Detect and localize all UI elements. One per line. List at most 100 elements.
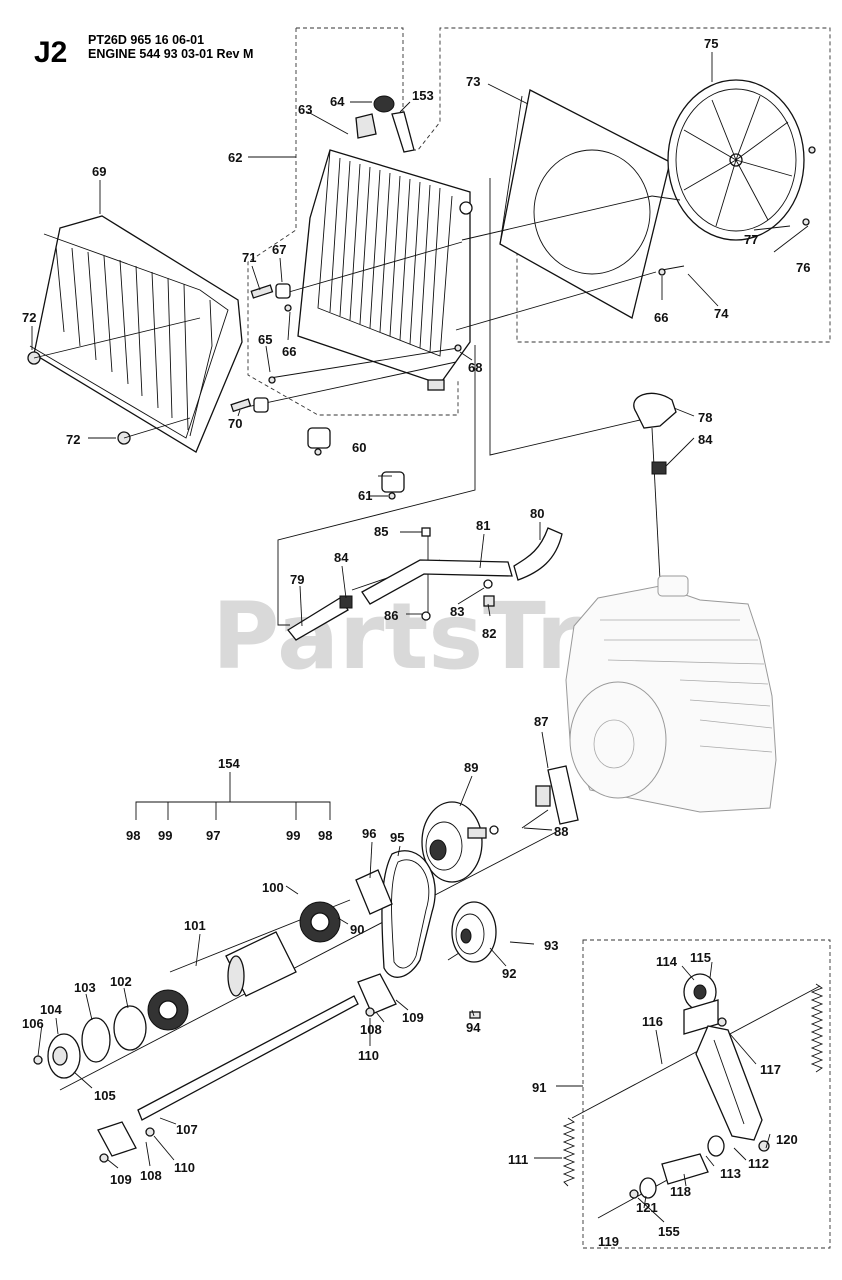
flywheel-adapter (535, 765, 579, 825)
callout-94: 94 (466, 1020, 481, 1035)
callout-78: 78 (698, 410, 712, 425)
drive-shaft (137, 995, 359, 1121)
callout-79: 79 (290, 572, 304, 587)
fan-shroud (499, 89, 671, 319)
callout-108-upper: 108 (360, 1022, 382, 1037)
callout-154: 154 (218, 756, 240, 771)
flexible-coupling-lower (147, 989, 189, 1031)
callout-99-right: 99 (286, 828, 300, 843)
callout-96: 96 (362, 826, 376, 841)
callout-105: 105 (94, 1088, 116, 1103)
callout-73: 73 (466, 74, 480, 89)
flexible-coupling-upper (299, 901, 341, 943)
callout-89: 89 (464, 760, 478, 775)
callout-84-lower: 84 (334, 550, 349, 565)
bearing-lower (97, 1121, 155, 1163)
shaft-sleeve (225, 931, 297, 997)
callout-70: 70 (228, 416, 242, 431)
callout-63: 63 (298, 102, 312, 117)
callout-76: 76 (796, 260, 810, 275)
bearing-upper (357, 973, 397, 1017)
hoses (287, 392, 677, 641)
callout-leaders (31, 52, 809, 1223)
callout-95: 95 (390, 830, 404, 845)
engine (565, 575, 777, 813)
electric-clutch (421, 801, 499, 883)
callout-68: 68 (468, 360, 482, 375)
callout-75: 75 (704, 36, 718, 51)
callout-87: 87 (534, 714, 548, 729)
callout-121: 121 (636, 1200, 658, 1215)
callout-118: 118 (670, 1184, 691, 1199)
callout-80: 80 (530, 506, 544, 521)
callout-101: 101 (184, 918, 206, 933)
callout-92: 92 (502, 966, 516, 981)
dashed-group-boxes (247, 27, 831, 1249)
radiator-cap (373, 95, 415, 153)
callout-77: 77 (744, 232, 758, 247)
callout-153: 153 (412, 88, 434, 103)
callout-61: 61 (358, 488, 372, 503)
callout-81: 81 (476, 518, 490, 533)
callout-66-left: 66 (282, 344, 296, 359)
callout-labels: 75 73 64 153 63 62 69 67 71 72 72 65 66 … (22, 36, 810, 1249)
callout-110-lower: 110 (174, 1160, 195, 1175)
callout-86: 86 (384, 608, 398, 623)
callout-154-bracket (135, 772, 331, 820)
callout-109-upper: 109 (402, 1010, 424, 1025)
callout-88: 88 (554, 824, 568, 839)
callout-106: 106 (22, 1016, 44, 1031)
callout-83: 83 (450, 604, 464, 619)
radiator-screen (27, 215, 243, 453)
callout-114: 114 (656, 954, 678, 969)
callout-115: 115 (690, 950, 711, 965)
callout-62: 62 (228, 150, 242, 165)
callout-85: 85 (374, 524, 388, 539)
callout-104: 104 (40, 1002, 62, 1017)
callout-111: 111 (508, 1152, 528, 1167)
callout-69: 69 (92, 164, 106, 179)
callout-113: 113 (720, 1166, 741, 1181)
callout-93: 93 (544, 938, 558, 953)
model-number: PT26D 965 16 06-01 (88, 33, 204, 47)
lower-coupling-stack (33, 1005, 147, 1079)
callout-107: 107 (176, 1122, 198, 1137)
callout-72-lower: 72 (66, 432, 80, 447)
callout-74: 74 (714, 306, 729, 321)
callout-112: 112 (748, 1156, 769, 1171)
callout-155: 155 (658, 1224, 680, 1239)
callout-120: 120 (776, 1132, 798, 1147)
callout-99-left: 99 (158, 828, 172, 843)
callout-60: 60 (352, 440, 366, 455)
callout-117: 117 (760, 1062, 781, 1077)
spring-left (562, 1117, 576, 1187)
callout-71: 71 (242, 250, 256, 265)
group-brackets (248, 156, 641, 1087)
callout-110-upper: 110 (358, 1048, 379, 1063)
callout-98-left: 98 (126, 828, 140, 843)
callout-116: 116 (642, 1014, 663, 1029)
callout-108-lower: 108 (140, 1168, 162, 1183)
small-hardware (230, 146, 816, 500)
callout-102: 102 (110, 974, 132, 989)
callout-67: 67 (272, 242, 286, 257)
drive-belt (381, 850, 436, 978)
callout-97: 97 (206, 828, 220, 843)
engine-number: ENGINE 544 93 03-01 Rev M (88, 47, 253, 61)
callout-65: 65 (258, 332, 272, 347)
callout-100: 100 (262, 880, 284, 895)
callout-119: 119 (598, 1234, 619, 1249)
pto-pulley (451, 901, 497, 1019)
callout-98-right: 98 (318, 828, 332, 843)
callout-82: 82 (482, 626, 496, 641)
radiator-core (297, 113, 473, 391)
callout-109-lower: 109 (110, 1172, 132, 1187)
callout-90: 90 (350, 922, 364, 937)
callout-66-right: 66 (654, 310, 668, 325)
callout-72-upper: 72 (22, 310, 36, 325)
tensioner-assembly (629, 973, 770, 1199)
spring-right (810, 983, 824, 1073)
section-code: J2 (34, 36, 67, 69)
cooling-fan (667, 79, 805, 241)
